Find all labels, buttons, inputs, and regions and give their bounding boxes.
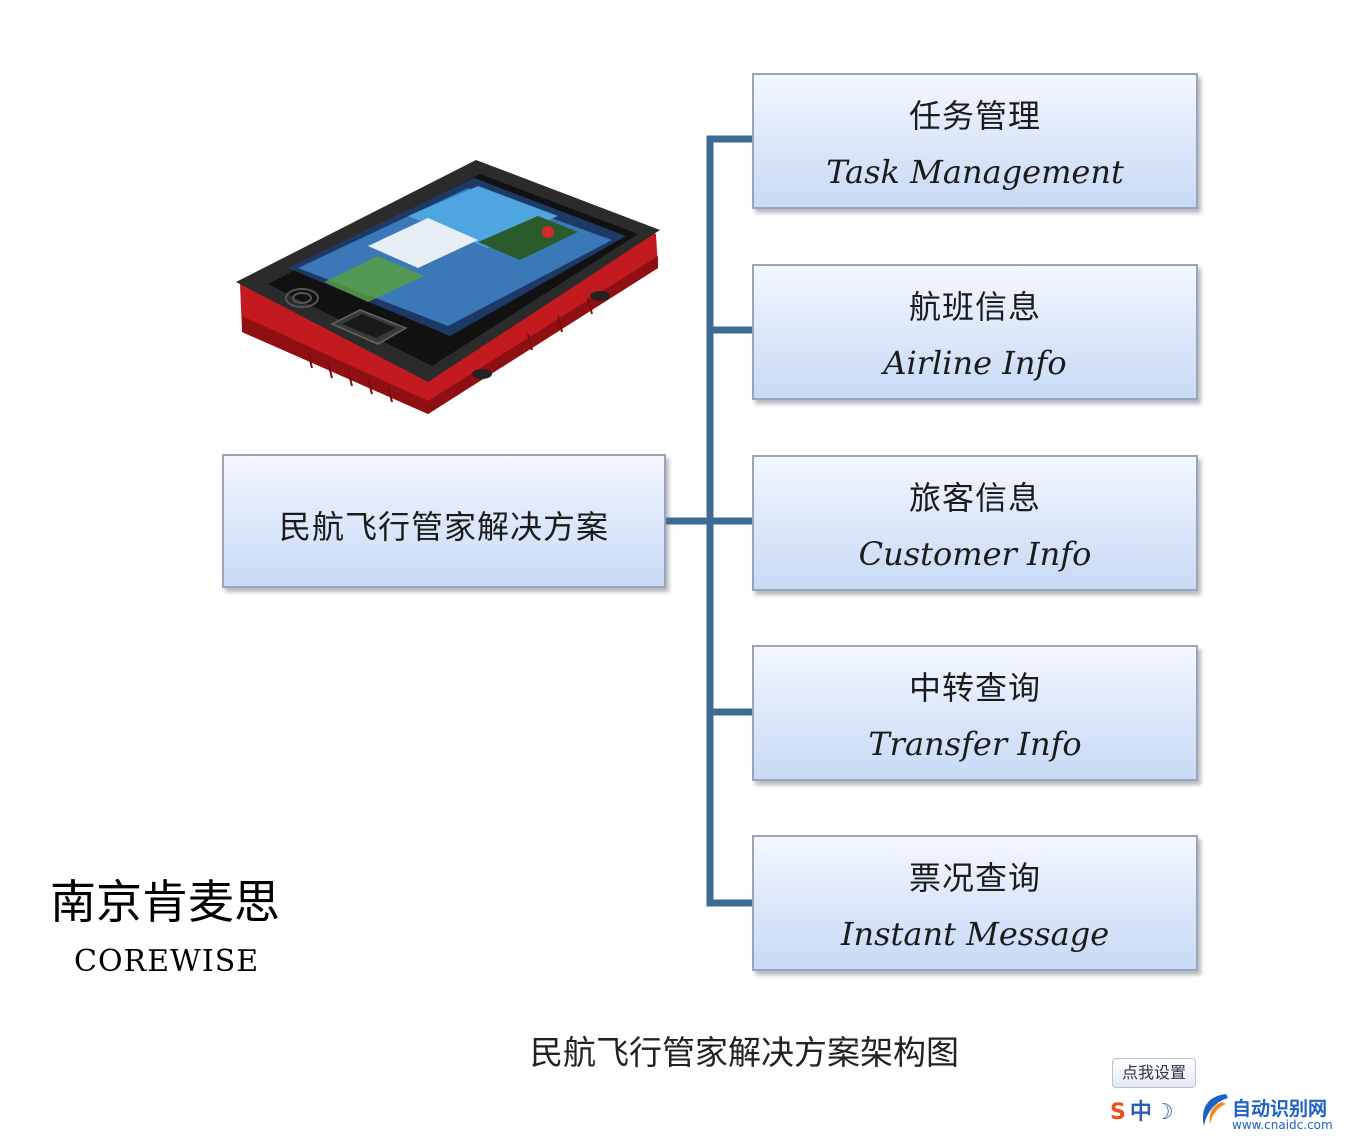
module-box-task-management: 任务管理 Task Management (752, 73, 1198, 209)
ime-settings-button[interactable]: 点我设置 (1112, 1058, 1196, 1088)
module-label-en: Task Management (826, 153, 1124, 191)
module-label-en: Airline Info (883, 344, 1067, 382)
moon-icon: ☽ (1153, 1100, 1174, 1125)
diagram-caption: 民航飞行管家解决方案架构图 (530, 1033, 959, 1072)
sogou-s-icon: S (1110, 1100, 1126, 1125)
root-solution-box: 民航飞行管家解决方案 (222, 454, 666, 588)
module-box-instant-message: 票况查询 Instant Message (752, 835, 1198, 971)
module-label-en: Transfer Info (868, 725, 1082, 763)
module-box-airline-info: 航班信息 Airline Info (752, 264, 1198, 400)
module-box-transfer-info: 中转查询 Transfer Info (752, 645, 1198, 781)
module-box-customer-info: 旅客信息 Customer Info (752, 455, 1198, 591)
module-label-zh: 票况查询 (908, 859, 1041, 897)
brand-name-english: COREWISE (74, 944, 260, 979)
watermark-site-url: www.cnaidc.com (1232, 1118, 1333, 1132)
site-logo-icon (1202, 1094, 1228, 1126)
module-label-zh: 中转查询 (908, 669, 1041, 707)
module-label-en: Instant Message (840, 915, 1110, 953)
rugged-tablet-image (236, 160, 660, 414)
module-label-zh: 旅客信息 (908, 479, 1041, 517)
module-label-zh: 航班信息 (908, 288, 1041, 326)
root-solution-label: 民航飞行管家解决方案 (278, 508, 609, 546)
module-label-en: Customer Info (858, 535, 1092, 573)
ime-mode-label: 中 (1129, 1100, 1152, 1125)
module-label-zh: 任务管理 (908, 97, 1041, 135)
watermark-site-name: 自动识别网 (1232, 1098, 1328, 1120)
brand-name-chinese: 南京肯麦思 (50, 875, 280, 929)
